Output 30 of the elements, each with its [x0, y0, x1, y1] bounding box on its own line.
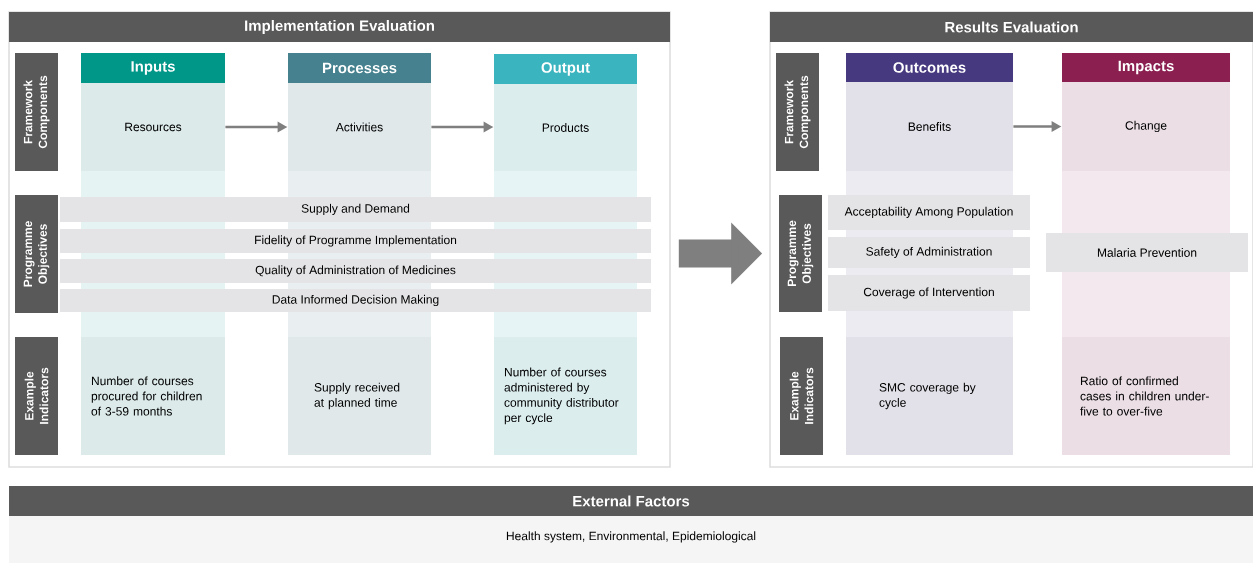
indicator-text: Ratio of confirmed cases in children under-five to over-five	[1062, 337, 1230, 455]
indicator-text: Activities	[288, 83, 431, 171]
objective-band: Safety of Administration	[828, 237, 1030, 268]
column-header: Output	[494, 54, 637, 84]
objective-band: Quality of Administration of Medicines	[60, 259, 651, 283]
objective-band: Fidelity of Programme Implementation	[60, 229, 651, 253]
indicator-text: Change	[1062, 82, 1230, 171]
panel: External Factors Health system, Environmental, Epidemiological	[9, 486, 1253, 563]
column-header: Outcomes	[846, 53, 1013, 82]
objective-band: Malaria Prevention	[1046, 233, 1248, 272]
row-label: Framework Components	[776, 53, 819, 171]
objective-band: Acceptability Among Population	[828, 195, 1030, 230]
objective-band: Supply and Demand	[60, 197, 651, 222]
row-label: Example Indicators	[15, 337, 58, 455]
column-header: Inputs	[81, 53, 225, 83]
indicator-text: Number of courses administered by community distributor per cycle	[494, 337, 637, 455]
objective-band: Coverage of Intervention	[828, 275, 1030, 311]
row-label: Programme Objectives	[15, 195, 58, 313]
column-header: Impacts	[1062, 53, 1230, 82]
indicator-text: Resources	[81, 83, 225, 171]
row-label: Programme Objectives	[779, 195, 822, 312]
row-label: Framework Components	[15, 53, 58, 171]
indicator-text: Number of courses procured for children of 3-59 months	[81, 337, 225, 455]
objective-band: Data Informed Decision Making	[60, 289, 651, 312]
indicator-text: Supply received at planned time	[288, 337, 431, 455]
indicator-text: Products	[494, 84, 637, 171]
indicator-text: Benefits	[846, 82, 1013, 171]
row-label: Example Indicators	[780, 337, 823, 455]
indicator-text: SMC coverage by cycle	[846, 337, 1013, 455]
column-header: Processes	[288, 53, 431, 83]
